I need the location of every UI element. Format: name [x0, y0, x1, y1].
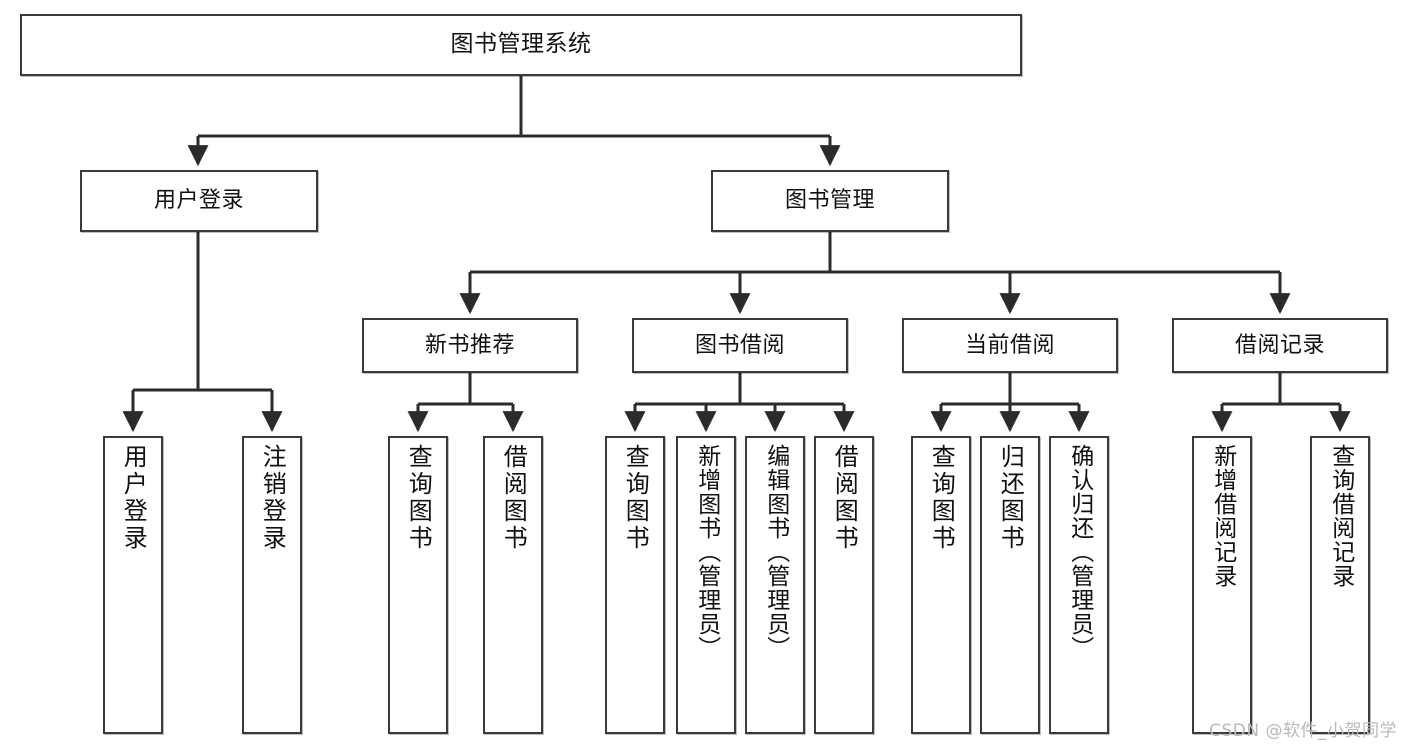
node-leaf-query-book-2[interactable]: 查询图书 — [605, 436, 665, 734]
node-leaf-add-book[interactable]: 新增图书（管理员） — [676, 436, 736, 734]
node-leaf-logout-label: 注销登录 — [258, 444, 287, 552]
node-current-borrow[interactable]: 当前借阅 — [902, 318, 1118, 373]
node-borrow-record[interactable]: 借阅记录 — [1172, 318, 1388, 373]
node-leaf-query-book-1-label: 查询图书 — [404, 444, 433, 552]
node-book-borrow[interactable]: 图书借阅 — [632, 318, 848, 373]
node-book-manage[interactable]: 图书管理 — [711, 170, 949, 232]
watermark: CSDN @软件_小贺同学 — [1209, 721, 1397, 741]
node-leaf-query-record-label: 查询借阅记录 — [1327, 444, 1354, 588]
node-leaf-return-book[interactable]: 归还图书 — [980, 436, 1040, 734]
node-leaf-borrow-book-1-label: 借阅图书 — [499, 444, 528, 552]
node-root-label: 图书管理系统 — [450, 31, 592, 58]
node-leaf-query-book-3[interactable]: 查询图书 — [911, 436, 971, 734]
node-leaf-confirm-return-label: 确认归还（管理员） — [1066, 444, 1093, 660]
node-leaf-user-login-label: 用户登录 — [119, 444, 148, 552]
node-borrow-record-label: 借阅记录 — [1234, 332, 1325, 358]
node-leaf-return-book-label: 归还图书 — [996, 444, 1025, 552]
node-leaf-query-book-3-label: 查询图书 — [927, 444, 956, 552]
node-leaf-borrow-book-1[interactable]: 借阅图书 — [483, 436, 543, 734]
node-current-borrow-label: 当前借阅 — [964, 332, 1055, 358]
node-leaf-add-record[interactable]: 新增借阅记录 — [1192, 436, 1252, 734]
node-leaf-add-record-label: 新增借阅记录 — [1209, 444, 1236, 588]
node-leaf-borrow-book-2[interactable]: 借阅图书 — [814, 436, 874, 734]
node-root[interactable]: 图书管理系统 — [20, 14, 1022, 76]
node-leaf-confirm-return[interactable]: 确认归还（管理员） — [1049, 436, 1109, 734]
node-leaf-add-book-label: 新增图书（管理员） — [693, 444, 720, 660]
node-leaf-edit-book-label: 编辑图书（管理员） — [762, 444, 789, 660]
node-new-book-rec[interactable]: 新书推荐 — [362, 318, 578, 373]
node-user-login[interactable]: 用户登录 — [80, 170, 318, 232]
node-leaf-logout[interactable]: 注销登录 — [242, 436, 302, 734]
node-book-borrow-label: 图书借阅 — [694, 332, 785, 358]
node-leaf-query-record[interactable]: 查询借阅记录 — [1310, 436, 1370, 734]
node-user-login-label: 用户登录 — [153, 188, 244, 214]
node-new-book-rec-label: 新书推荐 — [424, 332, 515, 358]
node-leaf-user-login[interactable]: 用户登录 — [103, 436, 163, 734]
node-leaf-borrow-book-2-label: 借阅图书 — [830, 444, 859, 552]
node-leaf-query-book-1[interactable]: 查询图书 — [388, 436, 448, 734]
node-book-manage-label: 图书管理 — [784, 188, 875, 214]
node-leaf-edit-book[interactable]: 编辑图书（管理员） — [745, 436, 805, 734]
node-leaf-query-book-2-label: 查询图书 — [621, 444, 650, 552]
